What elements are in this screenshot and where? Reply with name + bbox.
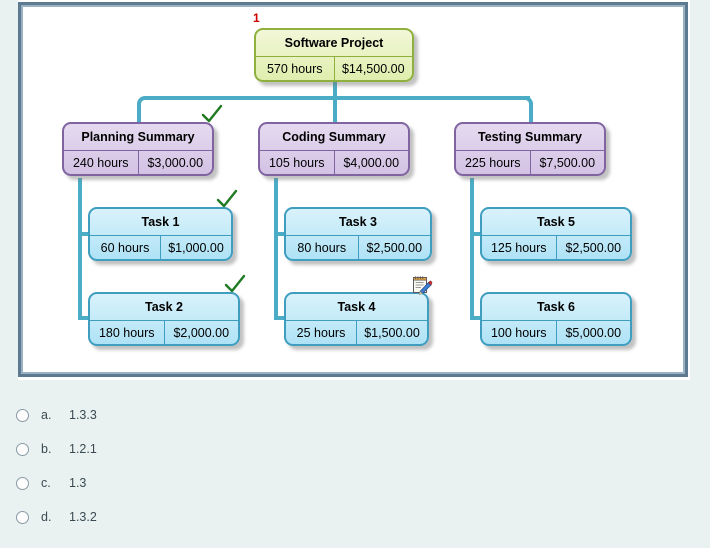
node-cost: $2,500.00	[565, 241, 622, 255]
option-letter: d.	[41, 510, 52, 524]
node-task-3[interactable]: Task 3 80 hours $2,500.00	[284, 207, 432, 261]
node-cost: $2,500.00	[366, 241, 423, 255]
node-title: Task 3	[339, 215, 377, 229]
node-title: Task 4	[337, 300, 376, 314]
connector-testing-to-task5	[470, 232, 486, 236]
connector-drop-testing	[529, 108, 533, 122]
node-title: Task 2	[145, 300, 183, 314]
node-hours: 25 hours	[286, 321, 357, 344]
node-cost: $7,500.00	[539, 156, 596, 170]
node-metrics-row: 25 hours $1,500.00	[286, 320, 427, 344]
check-planning-icon	[201, 104, 223, 128]
node-planning-summary[interactable]: Planning Summary 240 hours $3,000.00	[62, 122, 214, 176]
node-cost: $4,000.00	[343, 156, 400, 170]
radio-option-c[interactable]	[16, 476, 29, 490]
node-hours: 225 hours	[456, 151, 531, 174]
connector-coding-spine	[274, 178, 278, 320]
answer-options: a. 1.3.3 b. 1.2.1 c. 1.3 d. 1.3.2	[0, 398, 710, 534]
node-metrics-row: 570 hours $14,500.00	[256, 56, 412, 80]
node-cost: $1,500.00	[364, 326, 420, 340]
option-row-b[interactable]: b. 1.2.1	[0, 432, 710, 466]
node-cost: $2,000.00	[173, 326, 230, 340]
option-text: 1.3.3	[69, 408, 97, 422]
node-metrics-row: 225 hours $7,500.00	[456, 150, 604, 174]
node-task-6[interactable]: Task 6 100 hours $5,000.00	[480, 292, 632, 346]
connector-drop-coding	[333, 100, 337, 122]
option-text: 1.3.2	[69, 510, 97, 524]
connector-planning-to-task2	[78, 316, 94, 320]
node-metrics-row: 80 hours $2,500.00	[286, 235, 430, 259]
connector-testing-spine	[470, 178, 474, 320]
node-title: Testing Summary	[478, 130, 582, 144]
option-text: 1.2.1	[69, 442, 97, 456]
node-metrics-row: 60 hours $1,000.00	[90, 235, 231, 259]
connector-coding-to-task3	[274, 232, 290, 236]
node-task-4[interactable]: Task 4 25 hours $1,500.00	[284, 292, 429, 346]
node-title: Software Project	[284, 36, 384, 50]
node-title: Task 6	[537, 300, 575, 314]
node-metrics-row: 100 hours $5,000.00	[482, 320, 630, 344]
node-hours: 100 hours	[482, 321, 557, 344]
node-metrics-row: 180 hours $2,000.00	[90, 320, 238, 344]
node-cost: $14,500.00	[341, 62, 405, 76]
node-title: Planning Summary	[81, 130, 195, 144]
check-task2-icon	[224, 274, 246, 298]
connector-coding-to-task4	[274, 316, 290, 320]
node-hours: 180 hours	[90, 321, 165, 344]
option-row-a[interactable]: a. 1.3.3	[0, 398, 710, 432]
node-hours: 60 hours	[90, 236, 161, 259]
node-title: Task 1	[141, 215, 180, 229]
option-row-c[interactable]: c. 1.3	[0, 466, 710, 500]
connector-planning-spine	[78, 178, 82, 320]
node-metrics-row: 125 hours $2,500.00	[482, 235, 630, 259]
node-hours: 80 hours	[286, 236, 359, 259]
radio-option-b[interactable]	[16, 442, 29, 456]
connector-root-stem	[333, 82, 337, 98]
node-title: Task 5	[537, 215, 575, 229]
connector-summary-bus	[144, 96, 530, 100]
node-task-5[interactable]: Task 5 125 hours $2,500.00	[480, 207, 632, 261]
check-task1-icon	[216, 189, 238, 213]
callout-number-1: 1	[253, 11, 260, 25]
node-coding-summary[interactable]: Coding Summary 105 hours $4,000.00	[258, 122, 410, 176]
option-letter: b.	[41, 442, 52, 456]
connector-planning-to-task1	[78, 232, 94, 236]
connector-drop-planning	[137, 108, 141, 122]
node-title: Coding Summary	[282, 130, 386, 144]
notepad-pencil-cursor-icon	[411, 274, 433, 301]
node-hours: 105 hours	[260, 151, 335, 174]
option-letter: c.	[41, 476, 51, 490]
node-hours: 125 hours	[482, 236, 557, 259]
node-task-1[interactable]: Task 1 60 hours $1,000.00	[88, 207, 233, 261]
radio-option-d[interactable]	[16, 510, 29, 524]
node-metrics-row: 105 hours $4,000.00	[260, 150, 408, 174]
node-task-2[interactable]: Task 2 180 hours $2,000.00	[88, 292, 240, 346]
option-text: 1.3	[69, 476, 87, 490]
node-testing-summary[interactable]: Testing Summary 225 hours $7,500.00	[454, 122, 606, 176]
node-cost: $3,000.00	[147, 156, 204, 170]
option-letter: a.	[41, 408, 52, 422]
radio-option-a[interactable]	[16, 408, 29, 422]
option-row-d[interactable]: d. 1.3.2	[0, 500, 710, 534]
connector-corner-right	[519, 96, 533, 110]
wbs-diagram: Software Project 570 hours $14,500.00 1 …	[62, 11, 632, 346]
node-cost: $1,000.00	[168, 241, 224, 255]
node-hours: 570 hours	[256, 57, 335, 80]
node-cost: $5,000.00	[565, 326, 622, 340]
connector-corner-left	[137, 96, 151, 110]
node-software-project[interactable]: Software Project 570 hours $14,500.00	[254, 28, 414, 82]
connector-testing-to-task6	[470, 316, 486, 320]
node-hours: 240 hours	[64, 151, 139, 174]
node-metrics-row: 240 hours $3,000.00	[64, 150, 212, 174]
